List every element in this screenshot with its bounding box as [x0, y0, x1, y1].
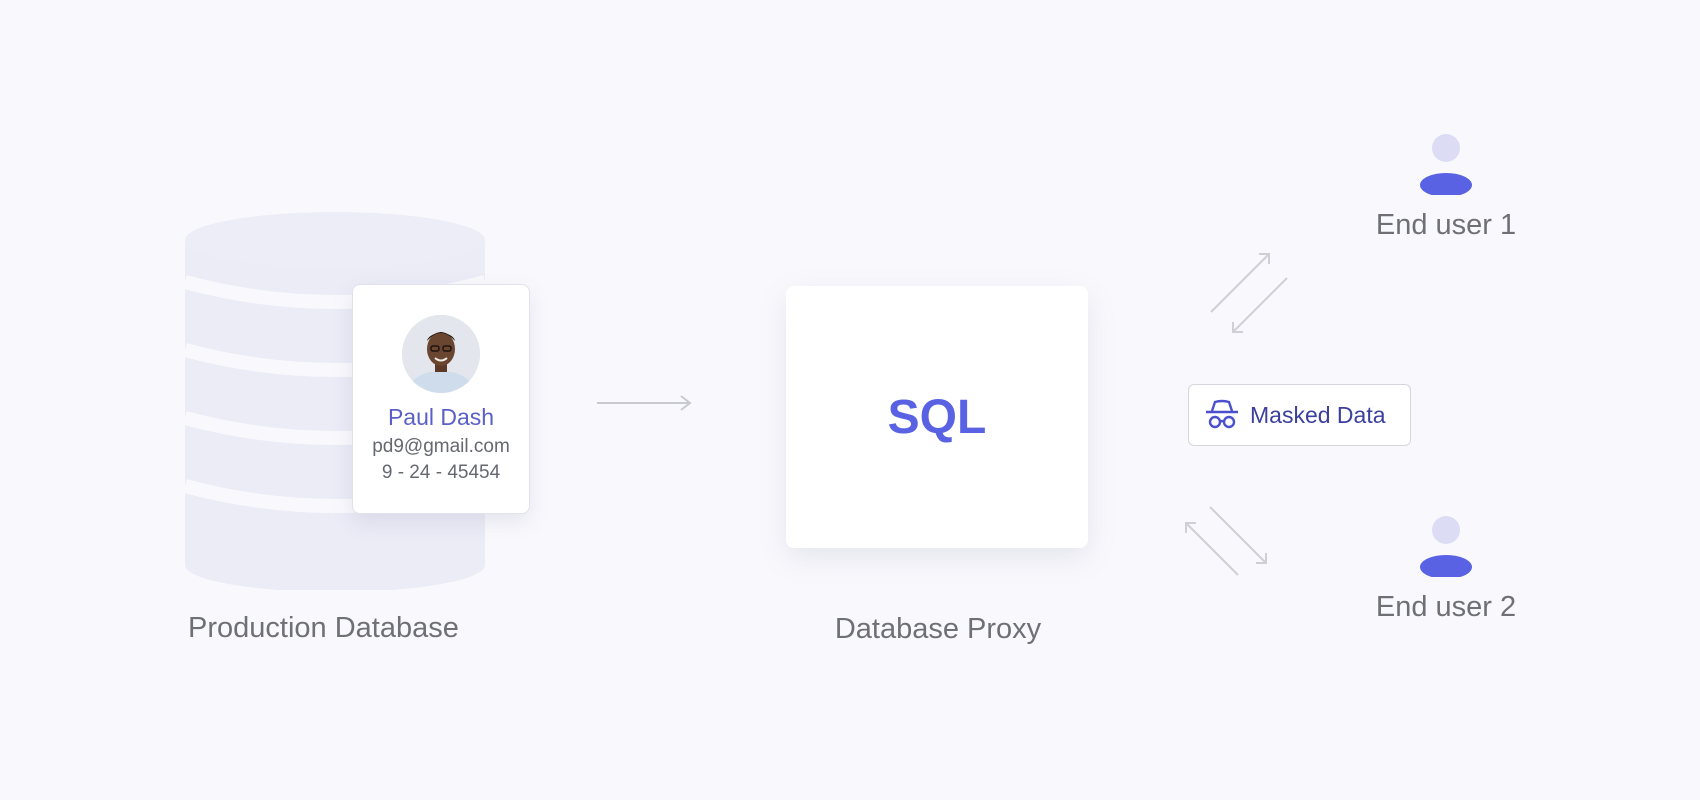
proxy-sql-text: SQL — [887, 391, 987, 444]
database-proxy-box: SQL — [786, 286, 1088, 548]
user-icon — [1420, 516, 1472, 577]
incognito-spy-icon — [1206, 399, 1238, 429]
user-icon — [1420, 134, 1472, 195]
database-proxy-label: Database Proxy — [834, 613, 1042, 645]
avatar — [402, 315, 480, 393]
user-record-card: Paul Dash pd9@gmail.com 9 - 24 - 45454 — [352, 284, 530, 514]
bidirectional-arrows-icon — [1210, 253, 1288, 333]
end-user-2-label: End user 2 — [1375, 591, 1517, 623]
record-email: pd9@gmail.com — [372, 436, 510, 457]
end-user-1-label: End user 1 — [1375, 209, 1517, 241]
masked-data-label: Masked Data — [1250, 401, 1386, 428]
record-name: Paul Dash — [387, 404, 495, 430]
bidirectional-arrows-icon — [1185, 506, 1267, 576]
arrow-right-icon — [597, 395, 692, 411]
end-user-2: End user 2 — [1356, 515, 1536, 624]
end-user-1: End user 1 — [1356, 133, 1536, 242]
person-photo-icon — [402, 315, 480, 393]
record-phone: 9 - 24 - 45454 — [381, 462, 501, 483]
masked-data-badge: Masked Data — [1188, 384, 1411, 446]
production-database-label: Production Database — [188, 612, 459, 644]
